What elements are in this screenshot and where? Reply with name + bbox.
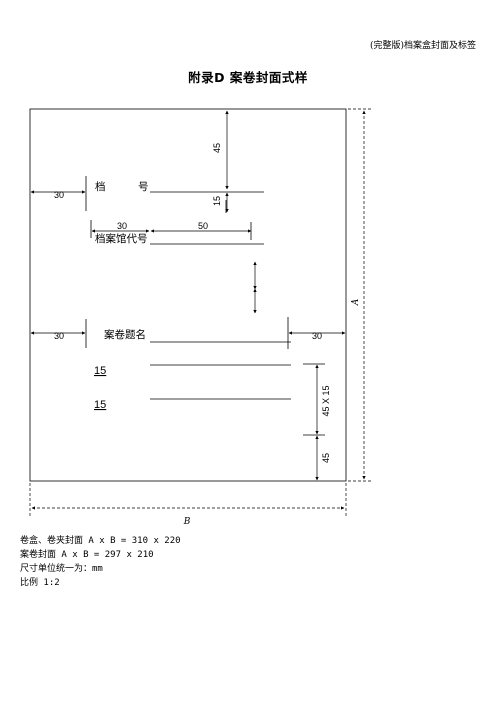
dim-30-left-mid-label: 30 <box>54 331 64 341</box>
cover-outline <box>29 108 347 482</box>
dim-45-bottom-label: 45 <box>321 453 331 463</box>
dim-A-label: A <box>351 298 361 306</box>
page-title: 附录D 案卷封面式样 <box>188 70 308 85</box>
dim-50-label: 50 <box>198 221 208 231</box>
dim-30-right-label: 30 <box>312 331 322 341</box>
note-line: 尺寸单位统一为：mm <box>20 564 103 574</box>
note-line: 比例 1:2 <box>20 578 60 588</box>
label-archive-no: 档 <box>95 180 106 193</box>
label-num-1: 15 <box>94 365 106 377</box>
dim-30-inner-label: 30 <box>117 221 127 231</box>
notes: 卷盒、卷夹封面 A x B = 310 x 220 案卷封面 A x B = 2… <box>20 534 181 590</box>
dim-30-left-top-label: 30 <box>54 190 64 200</box>
note-line: 卷盒、卷夹封面 A x B = 310 x 220 <box>20 536 181 546</box>
label-archive-office-code: 档案馆代号 <box>95 232 148 245</box>
dim-45-top-label: 45 <box>212 143 222 153</box>
label-case-title: 案卷题名 <box>104 328 146 341</box>
dim-B-label: B <box>183 517 191 527</box>
label-archive-no-2: 号 <box>138 181 149 193</box>
note-line: 案卷封面 A x B = 297 x 210 <box>20 550 154 560</box>
label-num-2: 15 <box>94 399 106 411</box>
dim-15-top-label: 15 <box>212 196 222 206</box>
page-header: (完整版)档案盒封面及标签 <box>369 41 476 51</box>
dim-45x15-label: 45 X 15 <box>321 385 331 416</box>
